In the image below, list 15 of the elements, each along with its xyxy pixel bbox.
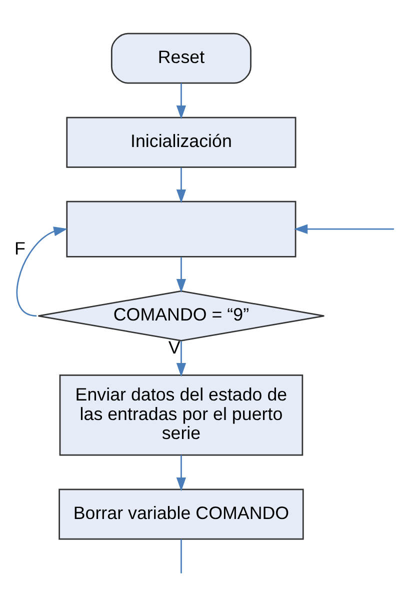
- node-diamond: COMANDO = “9”: [38, 290, 325, 342]
- arrow: [176, 455, 186, 492]
- arrow: [176, 83, 186, 120]
- node-box: Enviar datos del estado de las entradas por el puerto serie: [59, 374, 304, 456]
- node-box: [66, 200, 296, 258]
- arrow: [176, 168, 186, 204]
- arrow: [16, 226, 68, 317]
- arrow: [294, 224, 394, 234]
- node-box: Borrar variable COMANDO: [58, 488, 304, 540]
- edge-label: F: [14, 238, 26, 258]
- node-box: Inicialización: [66, 116, 296, 168]
- connector: [180, 539, 182, 574]
- node-box: Reset: [110, 32, 252, 84]
- arrow: [176, 341, 186, 377]
- arrow: [176, 257, 186, 293]
